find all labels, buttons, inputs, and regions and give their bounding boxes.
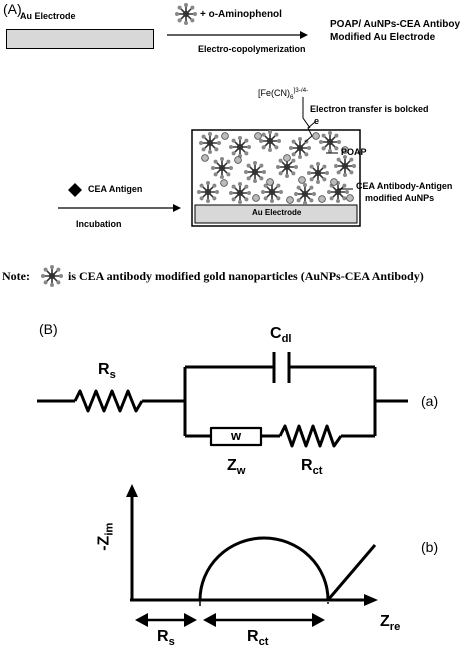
sub-a-label: (a): [421, 393, 439, 409]
bare-electrode: [6, 29, 154, 49]
blocked-label: Electron transfer is bolcked: [310, 104, 429, 114]
product-line2: Modified Au Electrode: [330, 32, 436, 43]
note-prefix: Note:: [2, 269, 30, 283]
antigen-label: CEA Antigen: [88, 184, 143, 194]
panel-b-label: (B): [39, 321, 58, 337]
modified-line1: CEA Antibody-Antigen: [356, 181, 453, 191]
nanoparticle-icon: [174, 2, 198, 26]
reagent-label: + o-Aminophenol: [200, 9, 282, 20]
modified-line2: modified AuNPs: [365, 193, 435, 203]
redox-probe: [Fe(CN)6]3-/4-: [258, 87, 309, 101]
panel-a-label: (A): [3, 1, 22, 17]
poap-label: POAP: [341, 147, 367, 157]
rct-label: Rct: [301, 457, 323, 478]
zim-axis-label: -Zim: [95, 522, 116, 551]
electron-label: e: [314, 116, 320, 126]
inner-electrode-label: Au Electrode: [252, 208, 302, 217]
axis-rct-label: Rct: [247, 628, 269, 648]
zre-axis-label: Zre: [380, 613, 401, 634]
electrode-label: Au Electrode: [20, 11, 76, 21]
axis-rs-label: Rs: [157, 628, 175, 648]
zw-label: Zw: [227, 457, 246, 478]
cdl-label: Cdl: [270, 325, 292, 346]
process-label: Electro-copolymerization: [198, 44, 306, 54]
note-text: is CEA antibody modified gold nanopartic…: [68, 269, 424, 283]
w-box-label: w: [231, 428, 242, 443]
sub-b-label: (b): [421, 539, 439, 555]
rs-label: Rs: [98, 361, 116, 382]
antigen-diamond-icon: [68, 183, 82, 197]
incubation-label: Incubation: [76, 219, 122, 229]
product-line1: POAP/ AuNPs-CEA Antiboy: [330, 19, 461, 30]
